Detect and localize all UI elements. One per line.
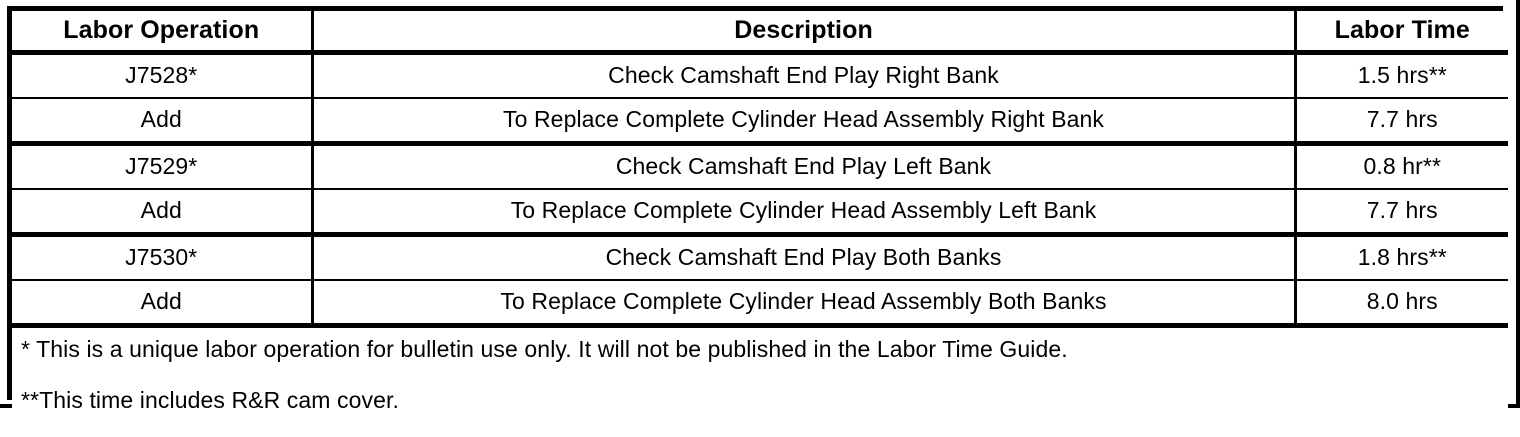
cell-labor-time: 1.5 hrs** xyxy=(1295,53,1508,99)
cell-description: Check Camshaft End Play Right Bank xyxy=(312,53,1295,99)
column-header-labor-operation: Labor Operation xyxy=(12,11,312,53)
footnote-double-asterisk: **This time includes R&R cam cover. xyxy=(21,388,1508,413)
table-row: J7529* Check Camshaft End Play Left Bank… xyxy=(12,144,1508,190)
cell-labor-operation: J7530* xyxy=(12,235,312,281)
table-footnotes-row: * This is a unique labor operation for b… xyxy=(12,326,1508,437)
cell-labor-time: 0.8 hr** xyxy=(1295,144,1508,190)
footnote-single-asterisk: * This is a unique labor operation for b… xyxy=(21,337,1508,362)
table-row: Add To Replace Complete Cylinder Head As… xyxy=(12,189,1508,235)
cell-labor-operation: Add xyxy=(12,189,312,235)
table-row: Add To Replace Complete Cylinder Head As… xyxy=(12,98,1508,144)
cell-description: To Replace Complete Cylinder Head Assemb… xyxy=(312,280,1295,326)
table-row: Add To Replace Complete Cylinder Head As… xyxy=(12,280,1508,326)
cell-labor-time: 7.7 hrs xyxy=(1295,189,1508,235)
cell-description: Check Camshaft End Play Both Banks xyxy=(312,235,1295,281)
cell-labor-operation: J7529* xyxy=(12,144,312,190)
labor-time-table-page: Labor Operation Description Labor Time J… xyxy=(0,0,1520,408)
footnote-spacer xyxy=(21,362,1508,388)
column-header-labor-time: Labor Time xyxy=(1295,11,1508,53)
cell-description: To Replace Complete Cylinder Head Assemb… xyxy=(312,189,1295,235)
labor-operations-table: Labor Operation Description Labor Time J… xyxy=(12,11,1508,437)
column-header-description: Description xyxy=(312,11,1295,53)
table-row: J7528* Check Camshaft End Play Right Ban… xyxy=(12,53,1508,99)
cell-description: To Replace Complete Cylinder Head Assemb… xyxy=(312,98,1295,144)
labor-operations-table-container: Labor Operation Description Labor Time J… xyxy=(7,6,1503,400)
cell-labor-operation: Add xyxy=(12,98,312,144)
table-header-row: Labor Operation Description Labor Time xyxy=(12,11,1508,53)
cell-labor-operation: Add xyxy=(12,280,312,326)
table-row: J7530* Check Camshaft End Play Both Bank… xyxy=(12,235,1508,281)
cell-labor-time: 7.7 hrs xyxy=(1295,98,1508,144)
cell-labor-operation: J7528* xyxy=(12,53,312,99)
footnotes-cell: * This is a unique labor operation for b… xyxy=(12,326,1508,437)
cell-labor-time: 8.0 hrs xyxy=(1295,280,1508,326)
cell-description: Check Camshaft End Play Left Bank xyxy=(312,144,1295,190)
cell-labor-time: 1.8 hrs** xyxy=(1295,235,1508,281)
